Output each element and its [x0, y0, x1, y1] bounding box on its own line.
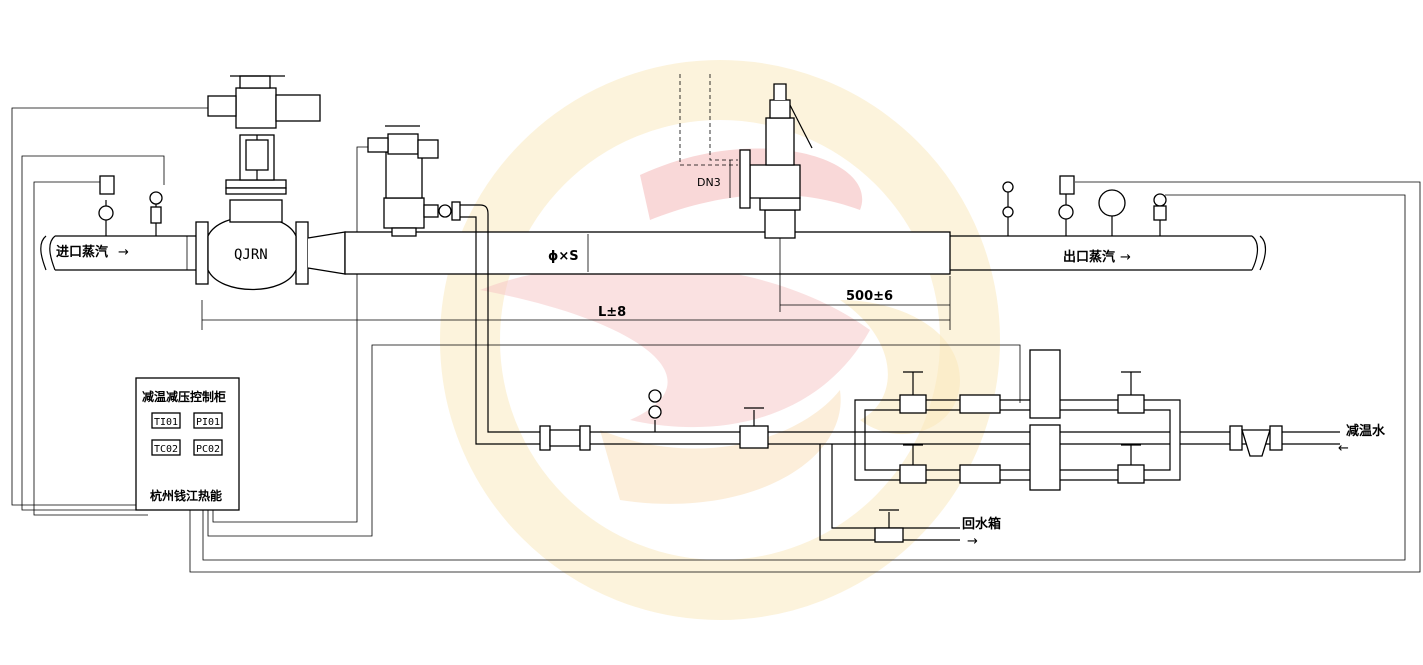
flow-arrow-return: → [967, 534, 978, 549]
control-cabinet [135, 377, 240, 511]
watermark-logo [440, 60, 1000, 620]
instrument-pi01: PI01 [196, 417, 220, 428]
water-line [460, 204, 1170, 451]
water-control-valve [367, 125, 461, 237]
control-wiring [11, 107, 1421, 573]
dim-500-label: 500±6 [846, 289, 893, 304]
diagram-labels: 进口蒸汽 → 出口蒸汽 → QJRN ϕ×S DN3 500±6 L±8 减温水… [56, 176, 1386, 549]
desuperheat-water-label: 减温水 [1346, 423, 1386, 439]
steam-inlet-label: 进口蒸汽 [56, 244, 108, 260]
steam-outlet-label: 出口蒸汽 [1063, 249, 1115, 265]
inlet-temp-gauge [98, 175, 115, 236]
cabinet-maker: 杭州钱江热能 [150, 488, 222, 503]
cabinet-title: 减温减压控制柜 [142, 389, 226, 404]
inlet-pressure-gauge [149, 191, 163, 236]
valve-model-label: QJRN [234, 247, 268, 263]
outlet-instruments [1002, 175, 1167, 236]
pressure-reducing-valve [195, 75, 321, 291]
flow-arrow-inlet: → [118, 245, 129, 260]
return-tank-label: 回水箱 [962, 516, 1001, 532]
flow-arrow-water: ← [1338, 441, 1349, 456]
inlet-pipe [40, 235, 202, 271]
instrument-pc02: PC02 [196, 444, 220, 455]
cabinet-labels: 减温减压控制柜 TI01 PI01 TC02 PC02 杭州钱江热能 [142, 389, 226, 503]
pump-station [819, 349, 1340, 543]
safety-valve [679, 74, 813, 312]
instrument-ti01: TI01 [154, 417, 178, 428]
instrument-tc02: TC02 [154, 444, 178, 455]
dim-L-label: L±8 [598, 305, 626, 320]
pipe-spec-label: ϕ×S [548, 249, 579, 264]
dimension-lines [186, 160, 951, 330]
desuperheater-pipe [307, 231, 1267, 275]
flow-arrow-outlet: → [1120, 250, 1131, 265]
dn-label: DN3 [697, 176, 721, 189]
